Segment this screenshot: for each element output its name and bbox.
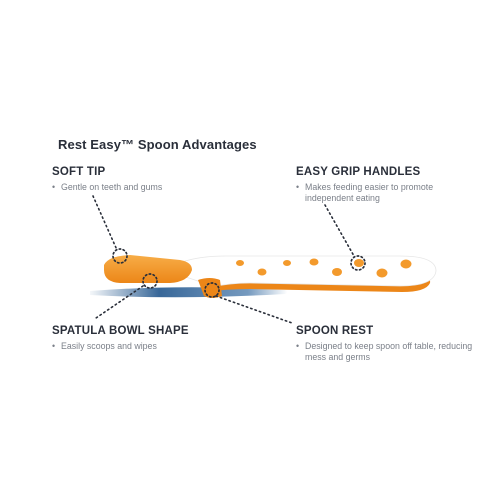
spoon-shadow <box>90 287 288 298</box>
callout-spatula-bowl-shape: SPATULA BOWL SHAPE • Easily scoops and w… <box>52 325 242 352</box>
callout-heading: SPOON REST <box>296 325 374 337</box>
bullet-icon: • <box>296 341 300 351</box>
callout-description: • Designed to keep spoon off table, redu… <box>296 341 476 363</box>
callout-description-text: Easily scoops and wipes <box>61 341 157 351</box>
callout-heading: SPATULA BOWL SHAPE <box>52 325 189 337</box>
grip-dot <box>376 268 388 278</box>
leader-line-spoon-rest <box>215 295 293 324</box>
bullet-icon: • <box>296 182 300 192</box>
callout-heading: SOFT TIP <box>52 166 106 178</box>
callout-heading: EASY GRIP HANDLES <box>296 166 421 178</box>
callout-ring-easy-grip <box>350 255 366 271</box>
callout-description-text: Gentle on teeth and gums <box>61 182 163 192</box>
grip-dot <box>400 259 412 269</box>
diagram-title: Rest Easy™ Spoon Advantages <box>58 137 257 152</box>
callout-spoon-rest: SPOON REST • Designed to keep spoon off … <box>296 325 476 363</box>
grip-dot <box>332 268 342 276</box>
bullet-icon: • <box>52 341 56 351</box>
grip-dot <box>236 260 244 266</box>
callout-soft-tip: SOFT TIP • Gentle on teeth and gums <box>52 166 222 193</box>
callout-description-text: Designed to keep spoon off table, reduci… <box>305 341 473 362</box>
grip-dot <box>354 259 364 267</box>
leader-line-soft-tip <box>92 195 118 251</box>
callout-ring-spatula <box>142 273 158 289</box>
callout-easy-grip-handles: EASY GRIP HANDLES • Makes feeding easier… <box>296 166 466 204</box>
leader-line-easy-grip <box>324 204 355 257</box>
callout-description: • Easily scoops and wipes <box>52 341 242 352</box>
grip-dots <box>236 258 412 278</box>
callout-description: • Gentle on teeth and gums <box>52 182 222 193</box>
callout-description-text: Makes feeding easier to promote independ… <box>305 182 434 203</box>
callout-ring-soft-tip <box>112 248 128 264</box>
callout-ring-spoon-rest <box>204 282 220 298</box>
spoon-bowl <box>104 255 192 283</box>
leader-line-spatula <box>95 285 144 319</box>
grip-dot <box>257 268 267 276</box>
spoon-rest-tab <box>198 278 222 298</box>
grip-dot <box>309 258 319 266</box>
bullet-icon: • <box>52 182 56 192</box>
grip-dot <box>283 260 291 266</box>
callout-description: • Makes feeding easier to promote indepe… <box>296 182 466 204</box>
